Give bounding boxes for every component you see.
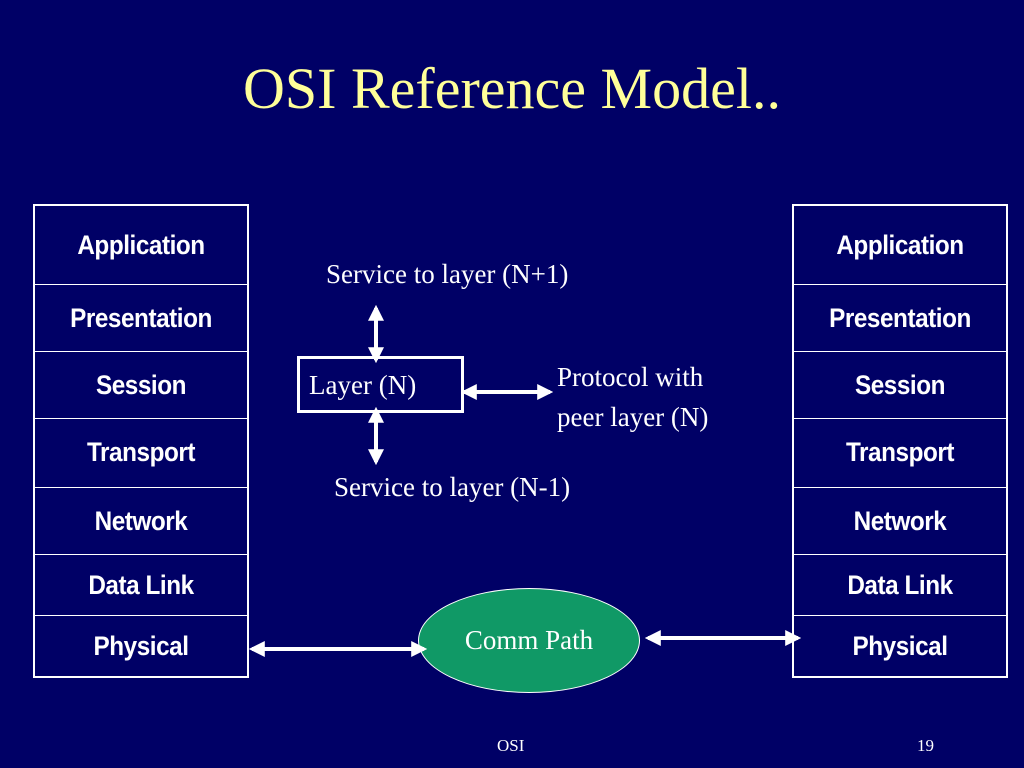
right-layer-network: Network — [853, 505, 947, 536]
divider — [35, 487, 247, 488]
layer-n-label: Layer (N) — [309, 370, 417, 400]
service-lower-label: Service to layer (N-1) — [334, 472, 571, 502]
divider — [35, 418, 247, 419]
divider — [794, 351, 1006, 352]
divider — [794, 554, 1006, 555]
divider — [35, 351, 247, 352]
divider — [794, 615, 1006, 616]
divider — [794, 284, 1006, 285]
right-osi-stack: Application Presentation Session Transpo… — [792, 204, 1008, 678]
service-upper-label: Service to layer (N+1) — [326, 259, 569, 289]
protocol-label-line1: Protocol with — [557, 362, 704, 392]
left-layer-physical: Physical — [93, 630, 189, 661]
protocol-label-line2: peer layer (N) — [557, 402, 709, 432]
right-layer-presentation: Presentation — [829, 302, 971, 333]
left-layer-session: Session — [95, 369, 187, 400]
slide-title: OSI Reference Model.. — [243, 56, 781, 121]
divider — [35, 615, 247, 616]
divider — [35, 284, 247, 285]
left-layer-transport: Transport — [86, 436, 196, 467]
left-layer-network: Network — [94, 505, 188, 536]
divider — [35, 554, 247, 555]
divider — [794, 418, 1006, 419]
right-layer-data-link: Data Link — [847, 569, 953, 600]
left-layer-data-link: Data Link — [88, 569, 194, 600]
right-layer-physical: Physical — [852, 630, 948, 661]
page-number: 19 — [917, 736, 934, 755]
right-layer-application: Application — [836, 229, 964, 260]
left-osi-stack: Application Presentation Session Transpo… — [33, 204, 249, 678]
right-layer-session: Session — [854, 369, 946, 400]
right-layer-transport: Transport — [845, 436, 955, 467]
comm-path-ellipse: Comm Path — [418, 588, 640, 693]
divider — [794, 487, 1006, 488]
left-layer-presentation: Presentation — [70, 302, 212, 333]
footer-label: OSI — [497, 736, 525, 755]
left-layer-application: Application — [77, 229, 205, 260]
comm-path-label: Comm Path — [464, 625, 594, 655]
